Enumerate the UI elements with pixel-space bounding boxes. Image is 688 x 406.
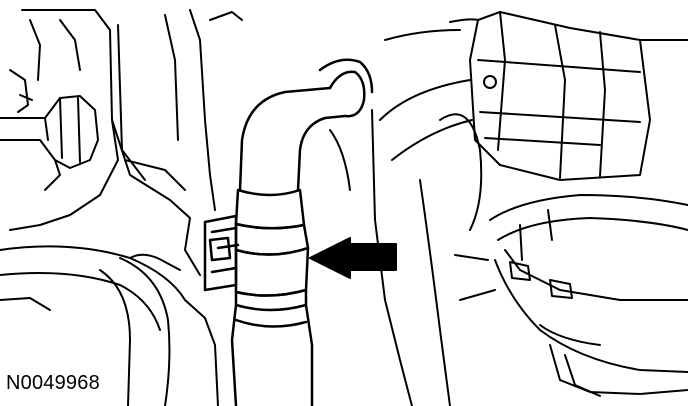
right-pulley bbox=[454, 194, 688, 397]
center-hose bbox=[230, 58, 374, 406]
location-arrow bbox=[309, 237, 397, 279]
left-engine-block bbox=[9, 9, 243, 276]
electrical-connector bbox=[0, 69, 99, 191]
hose-clamp bbox=[203, 188, 310, 312]
right-upper-housing bbox=[449, 11, 688, 181]
left-lower-hose bbox=[0, 245, 219, 406]
background-engine-lines bbox=[329, 29, 483, 406]
figure-id-label: N0049968 bbox=[6, 372, 100, 394]
